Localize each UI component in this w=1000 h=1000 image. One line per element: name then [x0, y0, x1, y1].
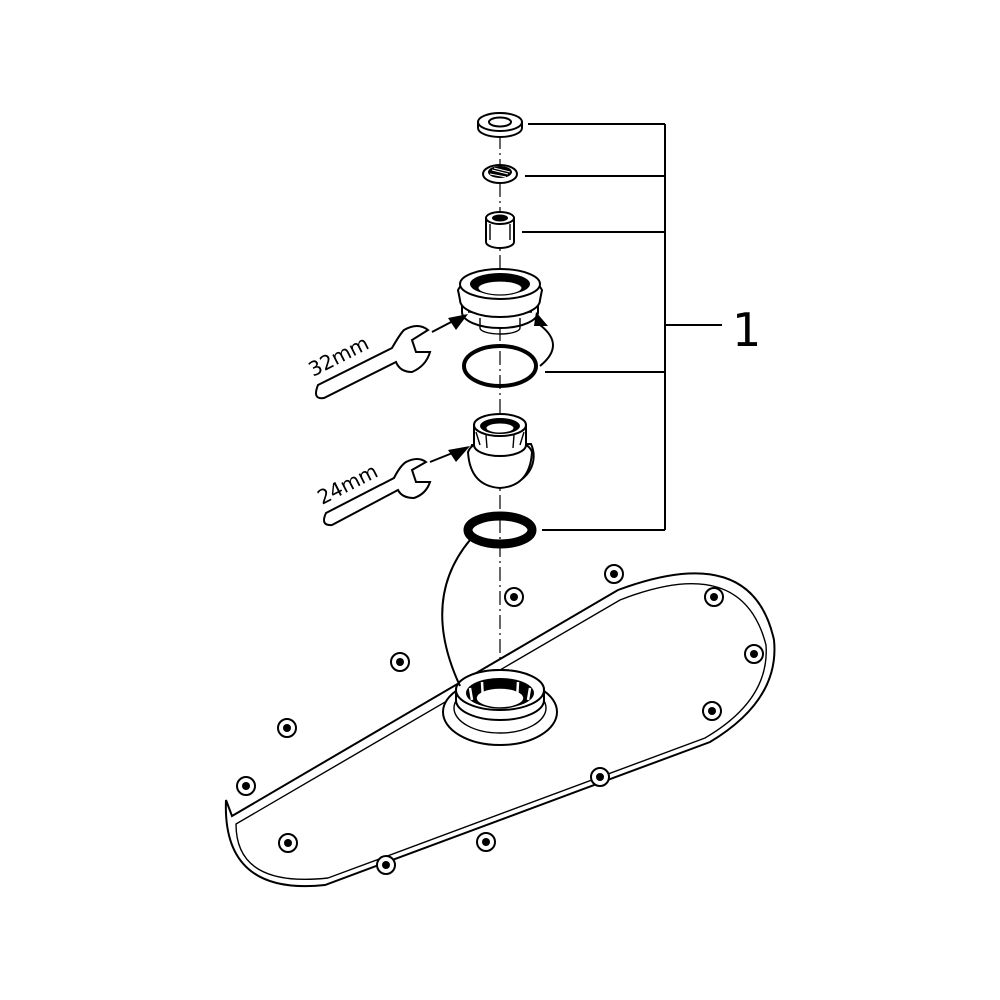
plate-screw: [604, 564, 624, 584]
flat-gasket: [463, 511, 537, 549]
threaded-nut: [456, 268, 544, 335]
plate-screw: [702, 701, 722, 721]
rotation-arrow: [539, 324, 554, 367]
wrench-24mm: 24mm: [313, 446, 470, 527]
plate-screw: [376, 855, 396, 875]
callout-leaders: [522, 123, 722, 531]
callout-number: 1: [732, 303, 761, 357]
o-ring: [462, 344, 538, 388]
plate-screw: [236, 776, 256, 796]
plate-screw: [278, 833, 298, 853]
plate-port: [442, 669, 558, 746]
plate-screw: [504, 587, 524, 607]
plate-screw: [590, 767, 610, 787]
plate-screw: [390, 652, 410, 672]
wrench-32mm: 32mm: [304, 314, 468, 400]
top-washer: [477, 112, 523, 138]
flow-sleeve: [485, 211, 515, 249]
plate-screw: [277, 718, 297, 738]
plate-screw: [476, 832, 496, 852]
assembly-arrow: [441, 539, 471, 687]
rotation-arrow-head: [534, 312, 548, 326]
plate-screw: [704, 587, 724, 607]
ball-joint-adapter: [466, 413, 535, 490]
strainer-screen: [482, 164, 518, 184]
plate-screw: [744, 644, 764, 664]
